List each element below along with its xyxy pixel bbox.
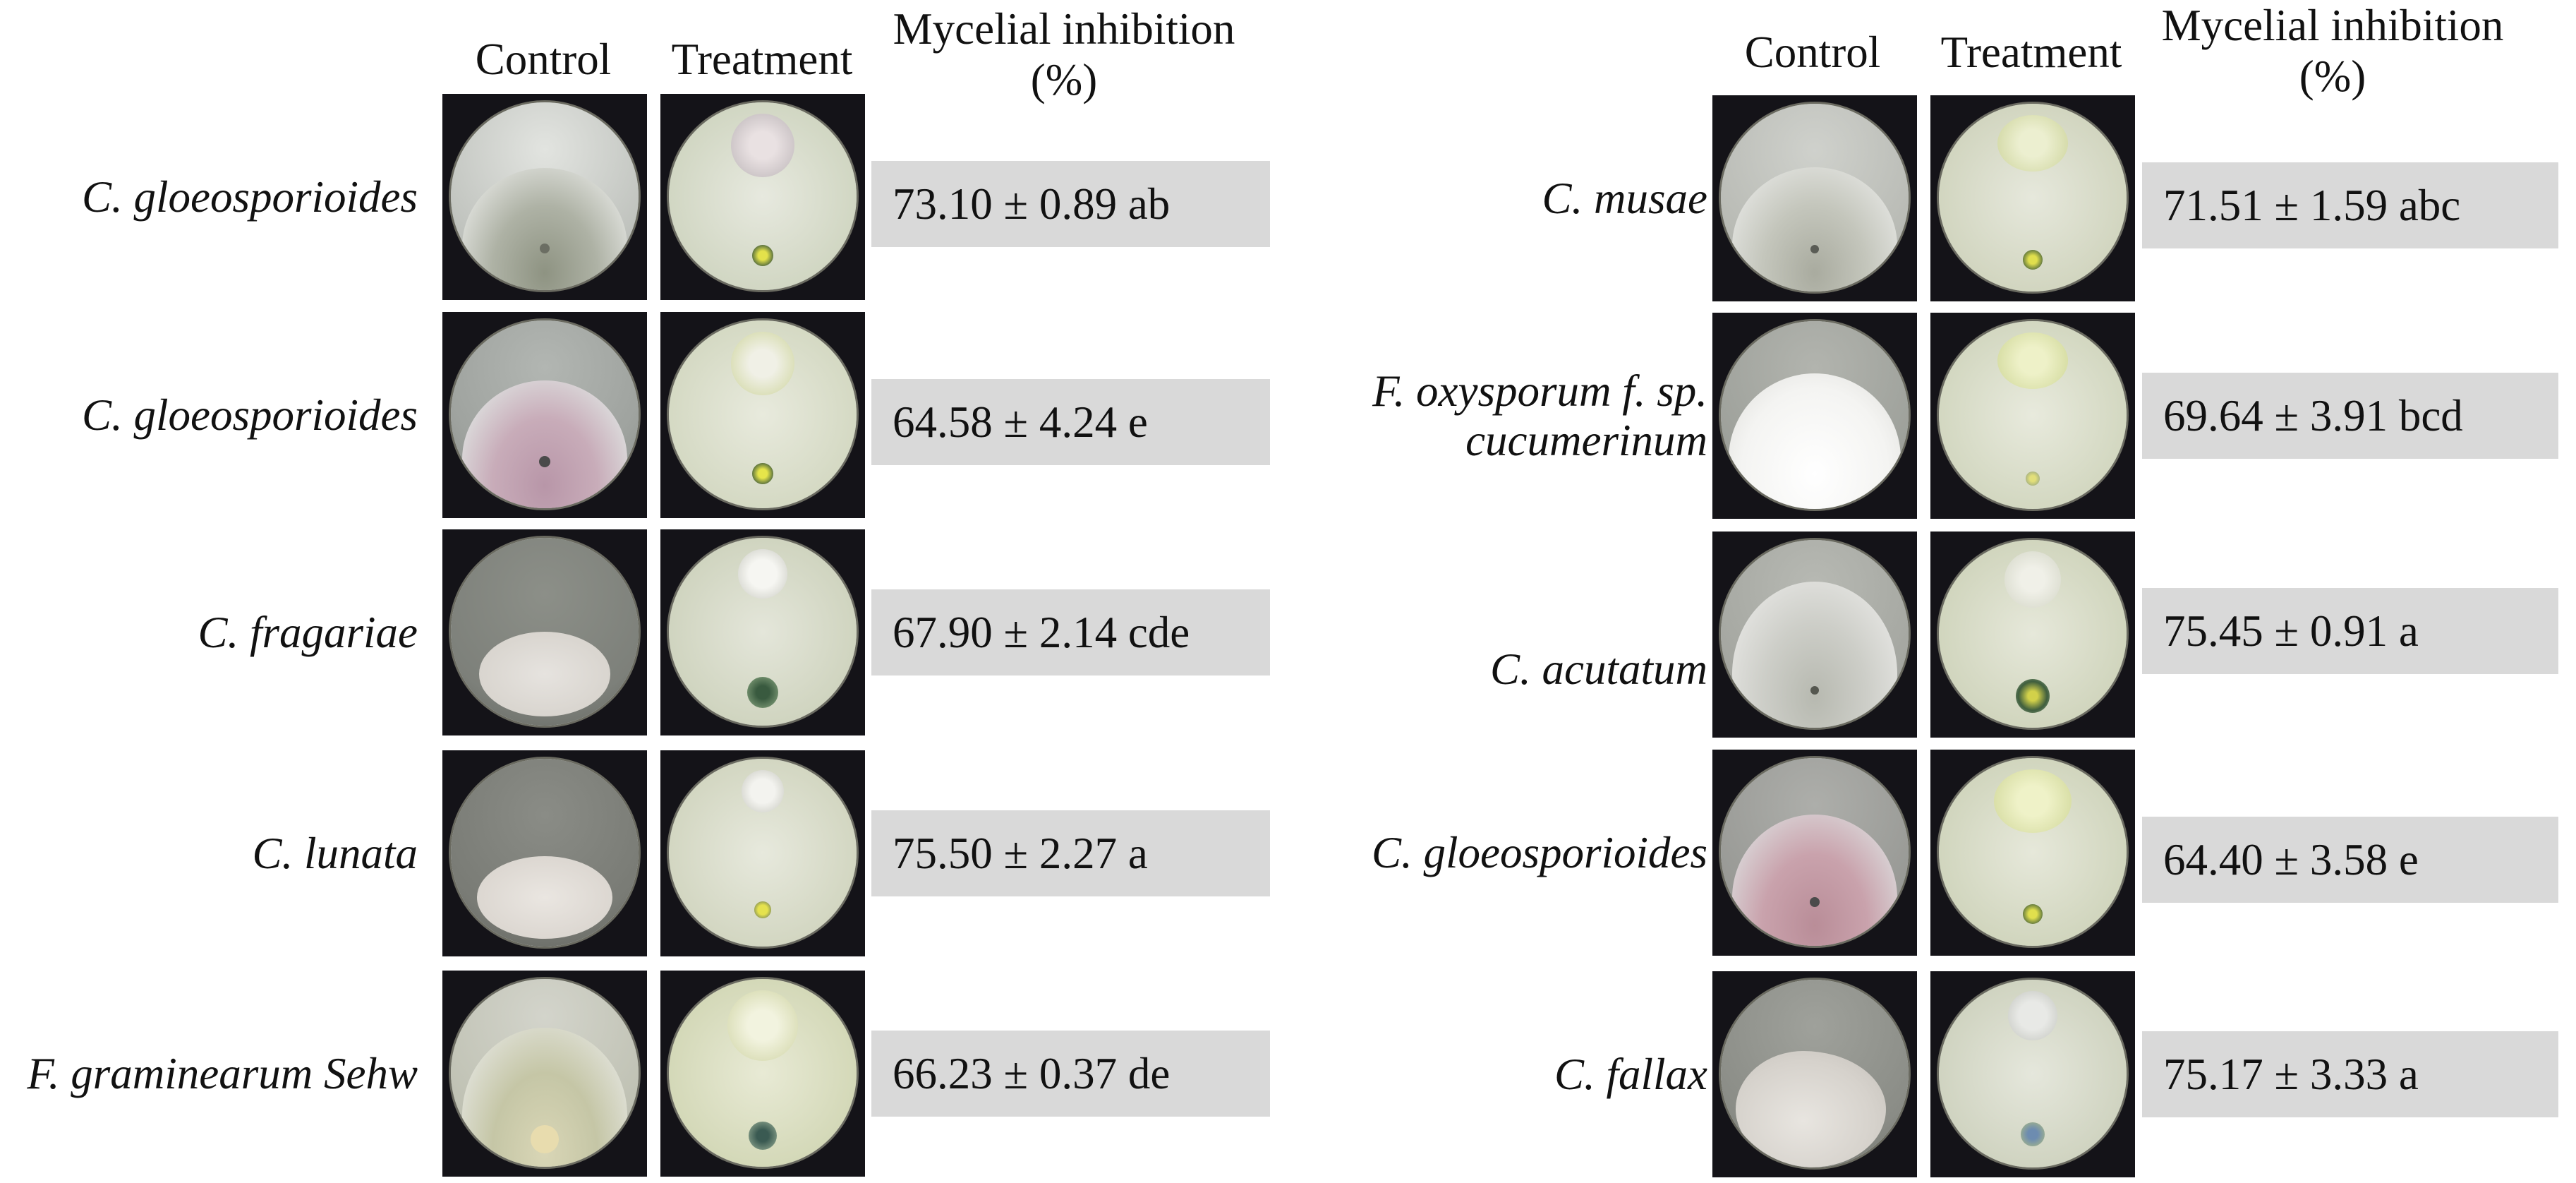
control-plate-image bbox=[1712, 971, 1917, 1177]
inhibition-value: 71.51 ± 1.59 abc bbox=[2142, 162, 2558, 248]
strain-label: C. gloeosporioides bbox=[1371, 828, 1707, 877]
strain-label: F. graminearum Sehw bbox=[27, 1049, 418, 1098]
control-plate-image bbox=[1712, 750, 1917, 956]
strain-row: C. gloeosporioides 64.40 ± 3.58 e bbox=[1288, 750, 2576, 956]
strain-label: F. oxysporum f. sp. cucumerinum bbox=[1372, 366, 1707, 465]
strain-label: C. lunata bbox=[252, 829, 418, 878]
header-control: Control bbox=[1744, 28, 1881, 77]
strain-label: C. fragariae bbox=[198, 608, 418, 657]
header-mycelial-inhibition: Mycelial inhibition (%) bbox=[893, 4, 1235, 104]
inhibition-value: 67.90 ± 2.14 cde bbox=[871, 589, 1270, 675]
inhibition-value: 75.50 ± 2.27 a bbox=[871, 810, 1270, 896]
treatment-plate-image bbox=[1930, 313, 2135, 519]
treatment-plate-image bbox=[660, 529, 865, 735]
right-panel: Control Treatment Mycelial inhibition (%… bbox=[1288, 0, 2576, 1183]
treatment-plate-image bbox=[1930, 95, 2135, 301]
control-plate-image bbox=[442, 750, 647, 956]
control-plate-image bbox=[1712, 532, 1917, 738]
left-panel: Control Treatment Mycelial inhibition (%… bbox=[0, 4, 1288, 1177]
control-plate-image bbox=[442, 529, 647, 735]
strain-row: F. oxysporum f. sp. cucumerinum 69.64 ± … bbox=[1288, 313, 2576, 519]
inhibition-value: 75.45 ± 0.91 a bbox=[2142, 588, 2558, 674]
header-treatment: Treatment bbox=[1940, 28, 2122, 77]
control-plate-image bbox=[442, 971, 647, 1177]
treatment-plate-image bbox=[660, 750, 865, 956]
inhibition-value: 69.64 ± 3.91 bcd bbox=[2142, 373, 2558, 459]
treatment-plate-image bbox=[1930, 971, 2135, 1177]
control-plate-image bbox=[442, 94, 647, 300]
control-plate-image bbox=[442, 312, 647, 518]
strain-row: C. acutatum 75.45 ± 0.91 a bbox=[1288, 532, 2576, 738]
strain-label: C. acutatum bbox=[1490, 644, 1707, 694]
inhibition-value: 75.17 ± 3.33 a bbox=[2142, 1031, 2558, 1117]
treatment-plate-image bbox=[660, 312, 865, 518]
strain-row: F. graminearum Sehw 66.23 ± 0.37 de bbox=[0, 971, 1288, 1177]
control-plate-image bbox=[1712, 313, 1917, 519]
treatment-plate-image bbox=[1930, 750, 2135, 956]
strain-row: C. lunata 75.50 ± 2.27 a bbox=[0, 750, 1288, 956]
strain-row: C. fallax 75.17 ± 3.33 a bbox=[1288, 971, 2576, 1177]
strain-label: C. gloeosporioides bbox=[81, 390, 418, 440]
strain-row: C. musae 71.51 ± 1.59 abc bbox=[1288, 95, 2576, 301]
inhibition-value: 73.10 ± 0.89 ab bbox=[871, 161, 1270, 247]
treatment-plate-image bbox=[660, 971, 865, 1177]
header-mycelial-inhibition: Mycelial inhibition (%) bbox=[2161, 1, 2504, 101]
header-treatment: Treatment bbox=[671, 35, 853, 84]
strain-label: C. musae bbox=[1542, 174, 1708, 223]
strain-row: C. gloeosporioides 73.10 ± 0.89 ab bbox=[0, 94, 1288, 300]
strain-label: C. fallax bbox=[1554, 1050, 1707, 1099]
strain-label: C. gloeosporioides bbox=[81, 172, 418, 222]
treatment-plate-image bbox=[660, 94, 865, 300]
strain-row: C. fragariae 67.90 ± 2.14 cde bbox=[0, 529, 1288, 735]
inhibition-value: 66.23 ± 0.37 de bbox=[871, 1031, 1270, 1117]
treatment-plate-image bbox=[1930, 532, 2135, 738]
inhibition-value: 64.40 ± 3.58 e bbox=[2142, 817, 2558, 903]
strain-row: C. gloeosporioides 64.58 ± 4.24 e bbox=[0, 312, 1288, 518]
header-control: Control bbox=[475, 35, 612, 84]
inhibition-value: 64.58 ± 4.24 e bbox=[871, 379, 1270, 465]
control-plate-image bbox=[1712, 95, 1917, 301]
